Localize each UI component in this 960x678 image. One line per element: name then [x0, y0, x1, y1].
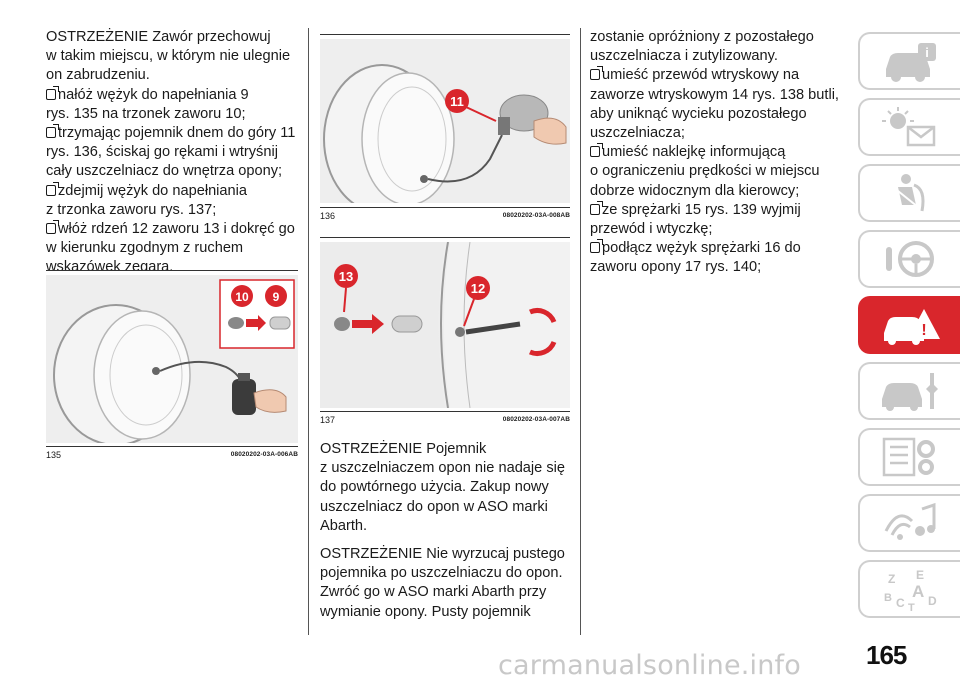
figure-number: 136 [320, 211, 336, 221]
step-line: zaworu opony 17 rys. 140; [590, 259, 762, 276]
callout-11: 11 [450, 94, 464, 109]
tab-emergency[interactable]: ! [858, 296, 960, 354]
tab-maintenance[interactable] [858, 362, 960, 420]
svg-text:!: ! [921, 322, 926, 339]
warning-line: wymianie opony. Pusty pojemnik [320, 603, 531, 620]
step-bullet-icon [46, 181, 59, 196]
sealant-bottle-illustration: 11 [320, 39, 570, 203]
warning-line: on zabrudzeniu. [46, 67, 150, 84]
figure-code: 08020202-03A-008AB [502, 212, 570, 219]
alphabetical-index-icon: Z E B A C D T [884, 568, 937, 611]
step-line: o ograniczeniu prędkości w miejscu [590, 163, 820, 180]
step-line: nałóż wężyk do napełniania 9 [46, 85, 304, 105]
svg-text:Z: Z [888, 572, 895, 586]
callout-12: 12 [471, 281, 485, 296]
tab-warning-lights[interactable] [858, 98, 960, 156]
step-line: przewód i wtyczkę; [590, 221, 713, 238]
column-divider [308, 28, 309, 635]
step-line: włóż rdzeń 12 zaworu 13 i dokręć go [46, 220, 304, 239]
valve-core-illustration: 13 12 [320, 242, 570, 408]
step-line: rys. 135 na trzonek zaworu 10; [46, 105, 246, 122]
page-number: 165 [866, 640, 907, 670]
step-line: ze sprężarki 15 rys. 139 wyjmij [590, 200, 840, 220]
svg-text:E: E [916, 568, 924, 582]
step-line: z trzonka zaworu rys. 137; [46, 201, 217, 218]
figure-135: 10 9 135 08020202-03A-006AB [46, 270, 298, 460]
figure-code: 08020202-03A-006AB [230, 451, 298, 458]
step-bullet-icon [46, 124, 59, 139]
svg-text:D: D [928, 594, 937, 608]
step-bullet-icon [590, 143, 603, 158]
tire-valve-illustration: 10 9 [46, 275, 298, 443]
emergency-icon: ! [884, 309, 940, 345]
steering-wheel-icon [886, 241, 934, 277]
text-column-2: OSTRZEŻENIE Pojemnik z uszczelniaczem op… [320, 440, 570, 622]
tab-multimedia[interactable] [858, 494, 960, 552]
car-maintenance-icon [882, 373, 938, 411]
step-line: zdejmij wężyk do napełniania [46, 181, 304, 201]
technical-data-icon [882, 437, 935, 477]
warning-line: Zwróć go w ASO marki Abarth przy [320, 584, 547, 601]
seat-safety-icon [897, 174, 925, 212]
step-line: podłącz wężyk sprężarki 16 do [590, 239, 840, 258]
step-line: trzymając pojemnik dnem do góry 11 [46, 124, 304, 143]
step-line: umieść naklejkę informującą [590, 143, 840, 162]
callout-9: 9 [273, 290, 280, 304]
step-line: uszczelniacza; [590, 125, 685, 142]
car-info-icon: i [886, 43, 936, 82]
warning-line: Abarth. [320, 517, 368, 534]
step-line: umieść przewód wtryskowy na [590, 66, 840, 85]
text-line: zostanie opróżniony z pozostałego [590, 29, 814, 45]
warning-line: do powtórnego użycia. Zakup nowy [320, 479, 549, 496]
callout-10: 10 [235, 290, 249, 304]
svg-text:A: A [912, 582, 924, 601]
step-line: cały uszczelniacz do wnętrza opony; [46, 163, 283, 180]
figure-number: 135 [46, 450, 62, 460]
footer-watermark: carmanualsonline.info [498, 650, 801, 678]
step-line: zaworze wtryskowym 14 rys. 138 butli, [590, 86, 839, 103]
warning-line: OSTRZEŻENIE Nie wyrzucaj pustego [320, 546, 565, 563]
warning-line: z uszczelniaczem opon nie nadaje się [320, 460, 565, 477]
tab-safety[interactable] [858, 164, 960, 222]
tab-index[interactable]: Z E B A C D T [858, 560, 960, 618]
figure-code: 08020202-03A-007AB [502, 416, 570, 423]
warning-line: pojemnika po uszczelniaczu do opon. [320, 565, 563, 582]
tab-car-info[interactable]: i [858, 32, 960, 90]
figure-137: 13 12 137 08020202-03A-007AB [320, 237, 570, 427]
step-line: dobrze widocznym dla kierowcy; [590, 182, 800, 199]
step-line: w kierunku zgodnym z ruchem [46, 240, 244, 257]
tab-starting-driving[interactable] [858, 230, 960, 288]
tab-technical-data[interactable] [858, 428, 960, 486]
text-column-1: OSTRZEŻENIE Zawór przechowuj w takim mie… [46, 28, 304, 278]
text-line: uszczelniacza i zutylizowany. [590, 48, 778, 65]
step-line: aby uniknąć wycieku pozostałego [590, 105, 807, 122]
step-bullet-icon [46, 85, 59, 100]
column-divider [580, 28, 581, 635]
warning-line: OSTRZEŻENIE Zawór przechowuj [46, 29, 271, 45]
svg-text:B: B [884, 592, 892, 604]
step-bullet-icon [590, 239, 603, 254]
svg-text:C: C [896, 596, 905, 610]
figure-136: 11 136 08020202-03A-008AB [320, 34, 570, 224]
step-line: rys. 136, ściskaj go rękami i wtryśnij [46, 144, 278, 161]
step-bullet-icon [590, 200, 603, 215]
multimedia-icon [884, 502, 936, 540]
warning-line: uszczelniacz do opon w ASO marki [320, 498, 548, 515]
warning-line: OSTRZEŻENIE Pojemnik [320, 441, 487, 457]
svg-text:T: T [908, 602, 915, 611]
svg-text:i: i [925, 45, 929, 60]
warning-lights-icon [882, 107, 936, 147]
callout-13: 13 [339, 269, 353, 284]
step-bullet-icon [590, 66, 603, 81]
figure-number: 137 [320, 415, 336, 425]
step-bullet-icon [46, 220, 59, 235]
warning-line: w takim miejscu, w którym nie ulegnie [46, 48, 291, 65]
text-column-3: zostanie opróżniony z pozostałego uszcze… [590, 28, 840, 278]
